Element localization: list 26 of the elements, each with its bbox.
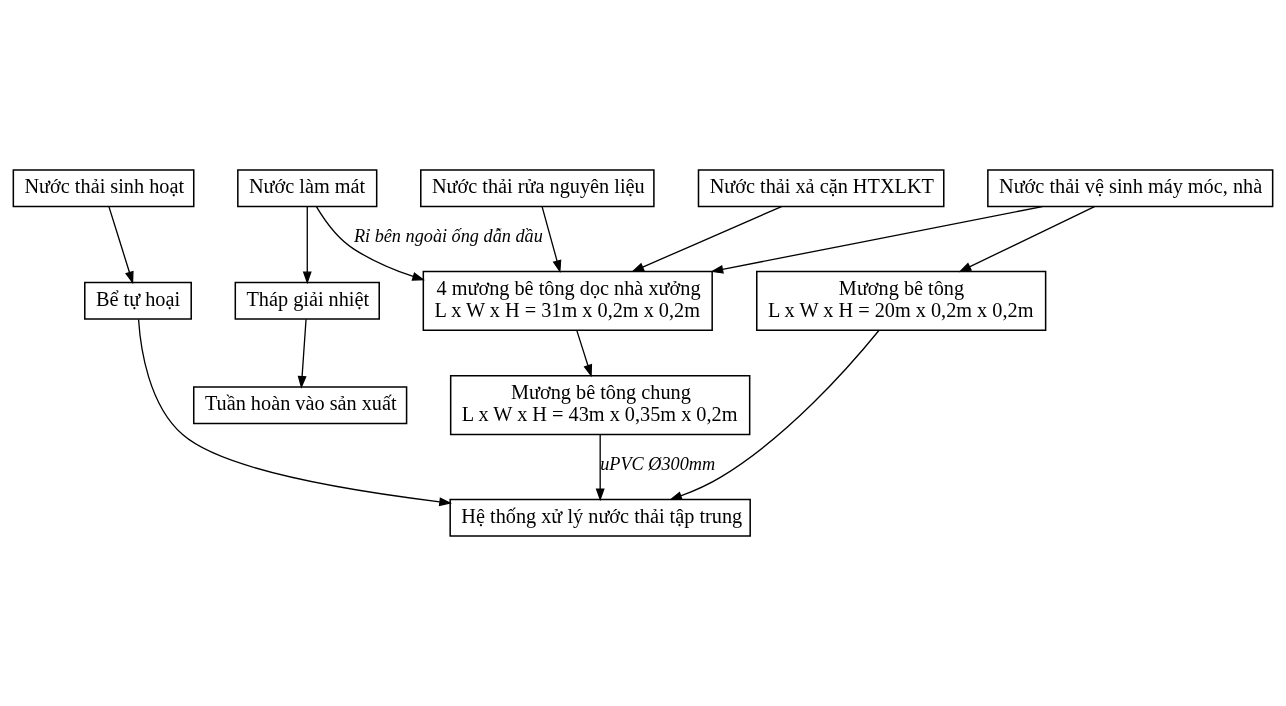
node-box: Nước thải sinh hoạt (12, 169, 195, 208)
arrow (669, 329, 880, 501)
node-box: Hệ thống xử lý nước thải tập trung (449, 498, 751, 537)
arrow (297, 318, 307, 389)
node-box: Tuần hoàn vào sản xuất (193, 386, 408, 425)
node-box: Tháp giải nhiệt (234, 281, 380, 320)
arrow (576, 329, 593, 378)
arrow (541, 205, 562, 273)
node-box: Nước thải vệ sinh máy móc, nhà (987, 169, 1274, 208)
edge-label: Rỉ bên ngoài ống dẫn dầu (353, 226, 543, 247)
edge-label: uPVC Ø300mm (600, 454, 716, 475)
node-box: Mương bê tông chung L x W x H = 43m x 0,35m x 0,2m (449, 375, 751, 436)
arrow (108, 205, 134, 285)
node-box: Bể tự hoại (84, 281, 192, 320)
node-box: Nước làm mát (237, 169, 378, 208)
arrow (302, 205, 312, 285)
arrow (315, 206, 425, 281)
node-box: 4 mương bê tông dọc nhà xưởng L x W x H = 31m x 0,2m x 0,2m (422, 270, 713, 331)
arrow (137, 318, 453, 507)
arrow (595, 434, 605, 502)
node-box: Nước thải xả cặn HTXLKT (697, 169, 945, 208)
arrow (631, 205, 783, 273)
node-box: Nước thải rửa nguyên liệu (420, 169, 655, 208)
arrow (958, 205, 1096, 273)
node-box: Mương bê tông L x W x H = 20m x 0,2m x 0,2m (756, 270, 1047, 331)
arrow (710, 205, 1044, 274)
